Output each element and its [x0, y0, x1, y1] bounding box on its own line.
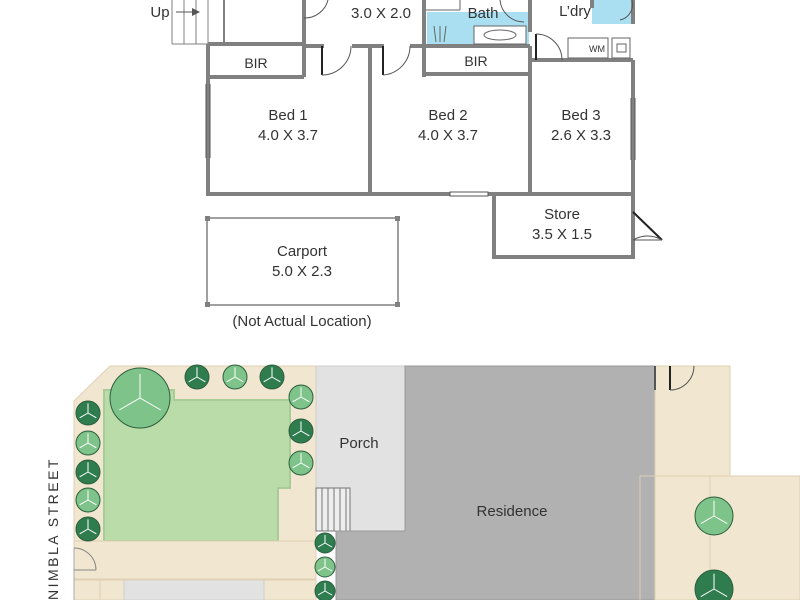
tree-icon [109, 367, 171, 429]
floor-plan: Up [150, 0, 663, 330]
laundry-appliances: WM [567, 37, 631, 59]
trees [75, 364, 734, 600]
bed2-dims: 4.0 X 3.7 [418, 127, 478, 144]
tree-icon [222, 364, 248, 390]
residence-label: Residence [477, 503, 548, 520]
laundry-name: L’dry [559, 3, 591, 20]
tree-icon [314, 580, 336, 600]
stairs [171, 0, 225, 45]
bir-right-label: BIR [464, 53, 487, 69]
bed3-name: Bed 3 [561, 107, 600, 124]
tree-icon [694, 496, 734, 536]
bed2-name: Bed 2 [428, 107, 467, 124]
tree-icon [288, 384, 314, 410]
washing-machine-label: WM [589, 44, 605, 54]
floor-plan-walls [206, 0, 635, 259]
tree-icon [288, 450, 314, 476]
porch-label: Porch [339, 435, 378, 452]
side-paving [654, 365, 800, 600]
driveway [123, 579, 265, 600]
floor-plan-doors [205, 0, 663, 241]
tree-icon [259, 364, 285, 390]
bed1-dims: 4.0 X 3.7 [258, 127, 318, 144]
tree-icon [694, 569, 734, 600]
tree-icon [75, 516, 101, 542]
laundry-tile-floor [592, 0, 632, 24]
hall-dims: 3.0 X 2.0 [351, 5, 411, 22]
tree-icon [288, 418, 314, 444]
bath-name: Bath [468, 5, 499, 22]
tree-icon [75, 400, 101, 426]
store-dims: 3.5 X 1.5 [532, 226, 592, 243]
tree-icon [75, 430, 101, 456]
site-plan: Porch Residence NIMBLA STREET [45, 364, 800, 600]
path-paving [73, 540, 317, 580]
bed1-name: Bed 1 [268, 107, 307, 124]
bed3-dims: 2.6 X 3.3 [551, 127, 611, 144]
tree-icon [75, 459, 101, 485]
porch-steps [315, 487, 351, 532]
street-name: NIMBLA STREET [45, 457, 61, 600]
carport-dims: 5.0 X 2.3 [272, 263, 332, 280]
stairs-up-label: Up [150, 4, 169, 21]
bir-left-label: BIR [244, 55, 267, 71]
tree-icon [314, 556, 336, 578]
tree-icon [184, 364, 210, 390]
bath-fixtures [426, 0, 527, 45]
tree-icon [75, 487, 101, 513]
carport: Carport 5.0 X 2.3 [205, 216, 400, 307]
carport-name: Carport [277, 243, 328, 260]
store-name: Store [544, 206, 580, 223]
tree-icon [314, 532, 336, 554]
carport-location-note: (Not Actual Location) [232, 313, 371, 330]
